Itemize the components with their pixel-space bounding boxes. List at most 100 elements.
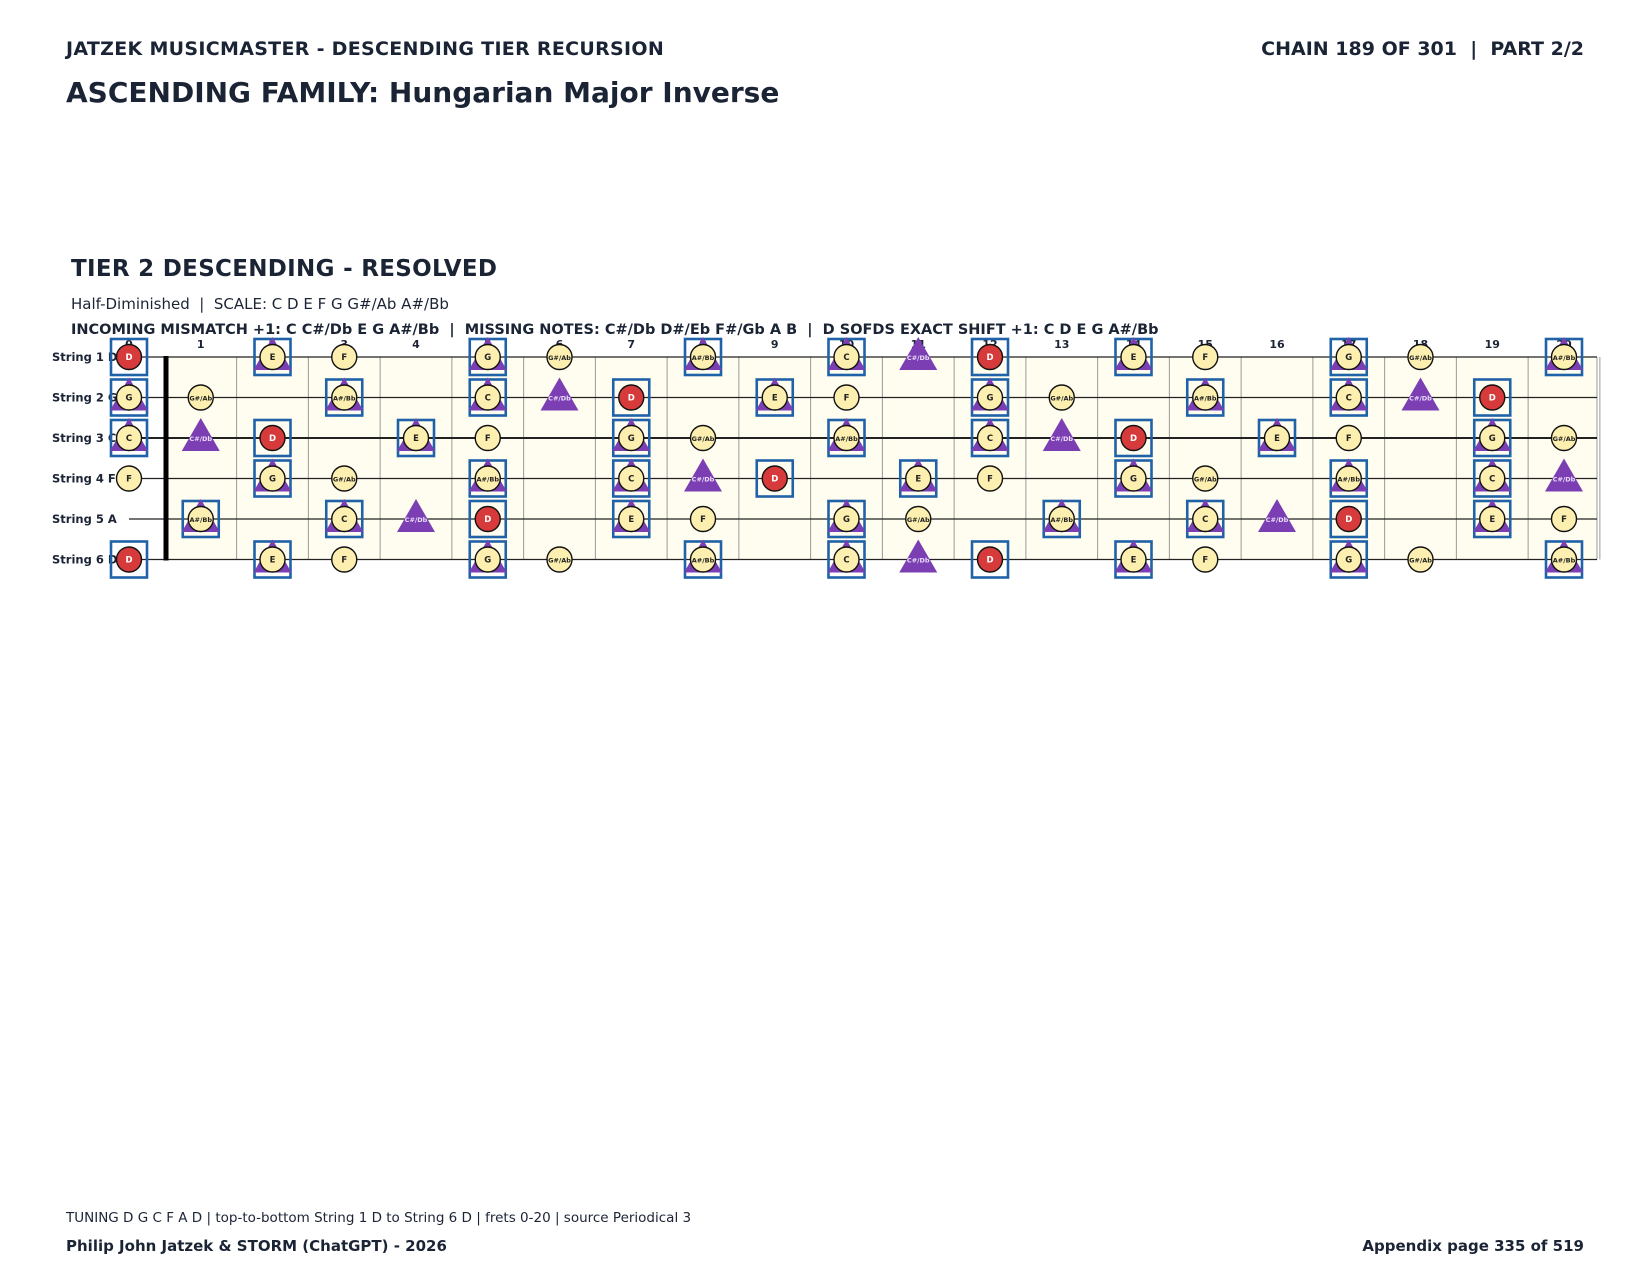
note-label: E — [915, 475, 921, 485]
note-label: C#/Db — [1553, 476, 1576, 484]
note-label: E — [1131, 353, 1137, 363]
scale-note-marker — [187, 384, 214, 411]
note-label: C#/Db — [692, 476, 715, 484]
note-label: D — [628, 394, 635, 404]
scale-note-marker — [474, 465, 501, 492]
shift-box — [109, 540, 149, 579]
scale-note-marker — [1335, 384, 1362, 411]
shift-box — [109, 337, 149, 377]
shift-box — [755, 459, 795, 498]
note-label: G#/Ab — [1409, 557, 1432, 565]
note-label: F — [1202, 353, 1208, 363]
note-label: F — [126, 475, 132, 485]
scale-note-marker — [618, 465, 645, 492]
scale-note-marker — [689, 505, 717, 533]
scale-note-marker — [1120, 465, 1147, 492]
fret-number: 16 — [1269, 338, 1285, 351]
scale-note-marker — [1335, 546, 1362, 573]
note-label: G — [126, 394, 133, 404]
root-note-marker — [1335, 505, 1362, 533]
page-number: Appendix page 335 of 519 — [1362, 1237, 1584, 1255]
scale-note-marker — [761, 384, 788, 411]
scale-note-marker — [1550, 424, 1578, 452]
shift-triangle — [1042, 418, 1081, 451]
string-label: String 5 A — [52, 512, 117, 526]
shift-box — [253, 418, 292, 458]
scale-subtitle: Half-Diminished | SCALE: C D E F G G#/Ab… — [71, 295, 449, 313]
note-label: C#/Db — [548, 395, 571, 403]
shift-box — [468, 499, 508, 539]
note-label: G#/Ab — [1050, 395, 1073, 403]
note-label: F — [485, 434, 491, 444]
fret-number: 13 — [1054, 338, 1069, 351]
scale-note-marker — [1550, 505, 1578, 533]
scale-note-marker — [474, 546, 501, 573]
note-label: A#/Bb — [692, 557, 715, 565]
note-label: C#/Db — [907, 557, 930, 565]
scale-note-marker — [833, 343, 860, 371]
scale-note-marker — [474, 424, 501, 452]
note-label: F — [1202, 556, 1208, 566]
shift-triangle — [540, 377, 579, 411]
note-label: C#/Db — [405, 516, 428, 524]
note-label: G#/Ab — [548, 354, 571, 362]
scale-note-marker — [1120, 343, 1147, 371]
note-label: D — [269, 434, 276, 444]
note-label: G — [987, 394, 994, 404]
scale-note-marker — [1335, 465, 1362, 492]
scale-note-marker — [1479, 424, 1506, 452]
shift-triangle — [397, 499, 435, 532]
note-label: G — [1345, 353, 1352, 363]
note-label: A#/Bb — [477, 476, 500, 484]
root-note-marker — [618, 384, 645, 411]
note-label: A#/Bb — [1553, 557, 1576, 565]
fretboard-diagram: 01234567891011121314151617181920String 1… — [52, 337, 1601, 579]
note-label: C — [485, 394, 491, 404]
scale-note-marker — [976, 424, 1004, 452]
scale-note-marker — [1120, 546, 1147, 573]
note-label: G#/Ab — [548, 557, 571, 565]
note-label: G — [843, 515, 850, 525]
scale-note-marker — [474, 343, 501, 371]
scale-note-marker — [259, 546, 286, 573]
root-note-marker — [1120, 424, 1147, 452]
root-note-marker — [976, 546, 1004, 573]
note-label: D — [125, 353, 132, 363]
note-label: D — [771, 475, 778, 485]
shift-triangle — [684, 458, 722, 492]
note-label: D — [1489, 394, 1496, 404]
note-label: F — [844, 394, 850, 404]
scale-note-marker — [1407, 546, 1434, 573]
scale-note-marker — [1048, 384, 1075, 411]
note-label: A#/Bb — [835, 435, 858, 443]
note-label: G — [484, 556, 491, 566]
tier-title: TIER 2 DESCENDING - RESOLVED — [71, 256, 498, 282]
string-label: String 6 D — [52, 553, 117, 567]
scale-note-marker — [1335, 424, 1362, 452]
root-note-marker — [259, 424, 286, 452]
note-label: C#/Db — [907, 354, 930, 362]
shift-box — [1472, 378, 1512, 417]
scale-note-marker — [259, 343, 286, 371]
tuning-footnote: TUNING D G C F A D | top-to-bottom Strin… — [66, 1210, 692, 1226]
scale-note-marker — [976, 384, 1004, 411]
root-note-marker — [115, 546, 143, 573]
note-label: G#/Ab — [189, 395, 212, 403]
scale-note-marker — [546, 343, 573, 371]
note-label: E — [628, 515, 634, 525]
scale-note-marker — [1479, 465, 1506, 492]
note-label: C#/Db — [189, 435, 212, 443]
note-label: D — [125, 556, 132, 566]
scale-note-marker — [618, 505, 645, 533]
scale-note-marker — [115, 424, 143, 452]
note-label: A#/Bb — [1194, 395, 1217, 403]
scale-note-marker — [331, 505, 358, 533]
note-label: A#/Bb — [190, 516, 213, 524]
note-label: C#/Db — [1050, 435, 1073, 443]
note-label: E — [270, 556, 276, 566]
string-label: String 2 G — [52, 391, 117, 405]
fret-number: 1 — [197, 338, 205, 351]
note-label: G — [1345, 556, 1352, 566]
scale-note-marker — [689, 343, 717, 371]
scale-note-marker — [115, 465, 143, 492]
